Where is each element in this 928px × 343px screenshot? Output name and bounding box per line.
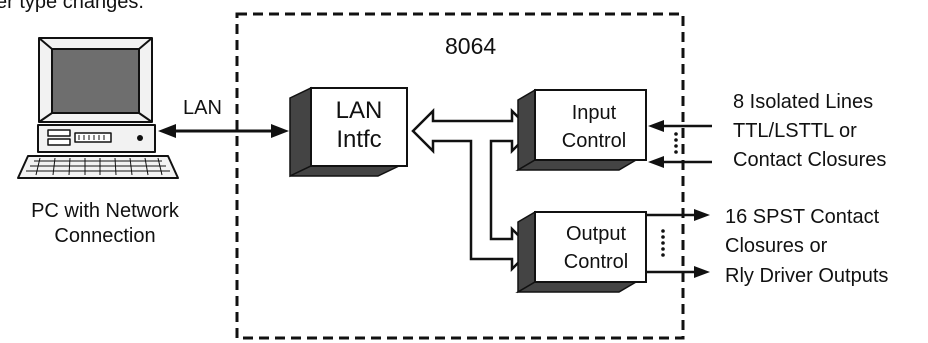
- pc-caption-line2: Connection: [54, 225, 155, 247]
- input-control-label-line1: Input: [572, 102, 617, 124]
- lan-link-arrow: [158, 124, 289, 138]
- output-control-label-line2: Control: [564, 251, 628, 273]
- pc-caption-line1: PC with Network: [31, 200, 180, 222]
- desktop-computer-icon: [17, 37, 179, 179]
- inputs-label-line2: TTL/LSTTL or: [733, 120, 857, 142]
- lan-interface-label-line1: LAN: [336, 97, 383, 124]
- outputs-label-line3: Rly Driver Outputs: [725, 265, 888, 287]
- outputs-label-line1: 16 SPST Contact: [725, 206, 880, 228]
- output-lines-arrows: [646, 209, 710, 278]
- input-control-block: [515, 88, 647, 172]
- internal-bus-arrow: [411, 107, 534, 273]
- header-text-fragment: er type changes.: [0, 0, 144, 13]
- input-control-label-line2: Control: [562, 130, 626, 152]
- lan-link-label: LAN: [183, 97, 222, 119]
- unit-title: 8064: [445, 33, 496, 59]
- outputs-label-line2: Closures or: [725, 235, 828, 257]
- lan-interface-block: [289, 86, 408, 178]
- output-control-label-line1: Output: [566, 223, 626, 245]
- output-control-block: [515, 210, 647, 294]
- unit-boundary: [235, 12, 685, 340]
- inputs-label-line1: 8 Isolated Lines: [733, 91, 873, 113]
- input-lines-arrows: [648, 120, 712, 168]
- lan-interface-label-line2: Intfc: [336, 126, 381, 153]
- inputs-label-line3: Contact Closures: [733, 149, 886, 171]
